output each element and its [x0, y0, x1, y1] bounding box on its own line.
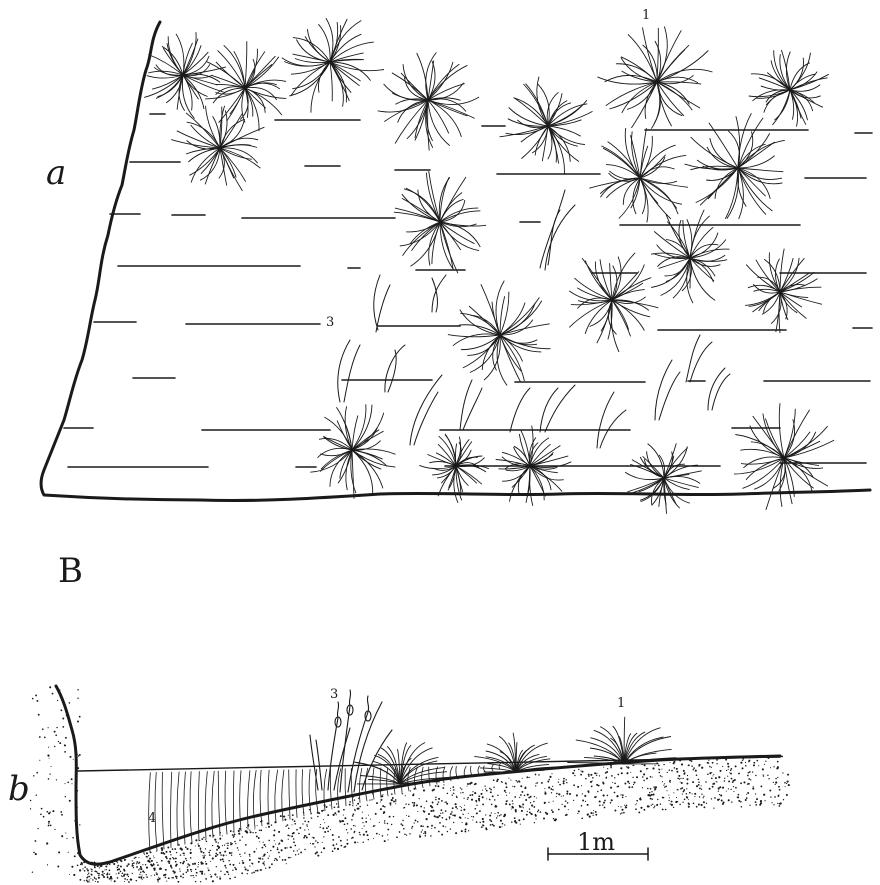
- tussock: [144, 32, 226, 119]
- tussock: [749, 50, 829, 127]
- sedge-stems: [310, 690, 392, 792]
- scale-bar-label: 1m: [577, 828, 615, 856]
- tussock: [569, 253, 658, 352]
- panel-b-label: b: [8, 769, 30, 809]
- tussock: [205, 41, 286, 131]
- tussock: [394, 171, 486, 273]
- panel-B-label: B: [58, 551, 83, 591]
- panel-a-label: a: [46, 153, 66, 193]
- tussock: [448, 281, 551, 386]
- annotation-1-panel-a: 1: [642, 8, 650, 23]
- tussock: [378, 52, 479, 150]
- tussock-profile: [474, 733, 555, 772]
- tussock-profile: [567, 717, 676, 764]
- sedge-leaves: [338, 190, 730, 448]
- tussock: [589, 128, 688, 222]
- annotation-1-panel-b: 1: [617, 696, 625, 711]
- tussock: [685, 113, 785, 219]
- tussock: [310, 404, 395, 499]
- tussock: [500, 77, 593, 174]
- tussock: [745, 249, 822, 333]
- basin-profile: [56, 686, 780, 864]
- tussock: [651, 210, 730, 304]
- tussock: [282, 18, 384, 113]
- panel-a: a 1 3: [41, 8, 872, 514]
- panel-b: 1m b 3 1 4: [8, 686, 790, 883]
- annotation-3-panel-b: 3: [330, 687, 338, 702]
- annotation-3-panel-a: 3: [326, 315, 334, 330]
- tussock: [171, 106, 264, 191]
- annotation-4-panel-b: 4: [148, 811, 156, 826]
- tussock: [625, 443, 702, 513]
- tussock: [597, 27, 712, 129]
